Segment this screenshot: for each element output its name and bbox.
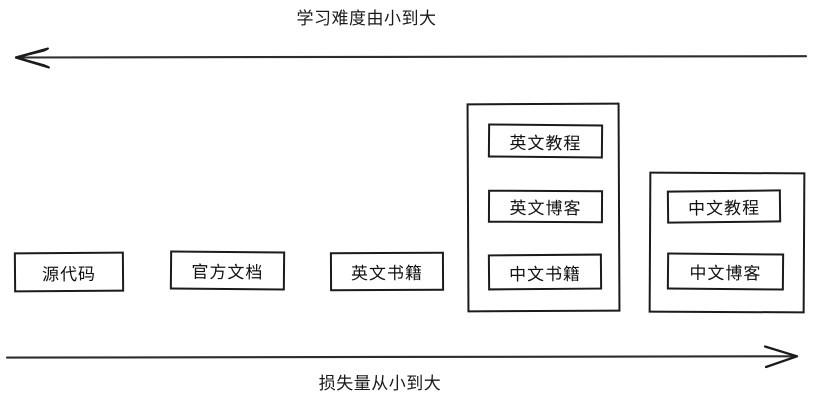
node-label: 中文书籍 [508,264,582,285]
node-label: 英文书籍 [350,263,424,285]
bottom-axis-arrow [5,345,799,369]
arrow-right-icon [5,345,799,369]
node-label: 中文博客 [689,263,762,285]
node-label: 英文博客 [509,198,582,220]
arrow-left-icon [14,47,808,69]
node-english-books[interactable]: 英文书籍 [329,251,445,292]
node-chinese-books[interactable]: 中文书籍 [487,253,603,291]
node-chinese-blog[interactable]: 中文博客 [666,252,785,291]
node-label: 源代码 [41,264,97,285]
node-source-code[interactable]: 源代码 [13,251,125,293]
top-axis-arrow [14,47,808,69]
node-label: 中文教程 [687,198,761,220]
node-official-docs[interactable]: 官方文档 [169,250,286,291]
bottom-axis-label: 损失量从小到大 [318,374,442,394]
node-english-blog[interactable]: 英文博客 [487,189,604,224]
top-axis-label: 学习难度由小到大 [296,9,437,29]
node-chinese-tutorial[interactable]: 中文教程 [666,189,782,224]
node-english-tutorial[interactable]: 英文教程 [487,123,604,159]
node-label: 官方文档 [191,262,264,284]
node-label: 英文教程 [509,133,582,154]
